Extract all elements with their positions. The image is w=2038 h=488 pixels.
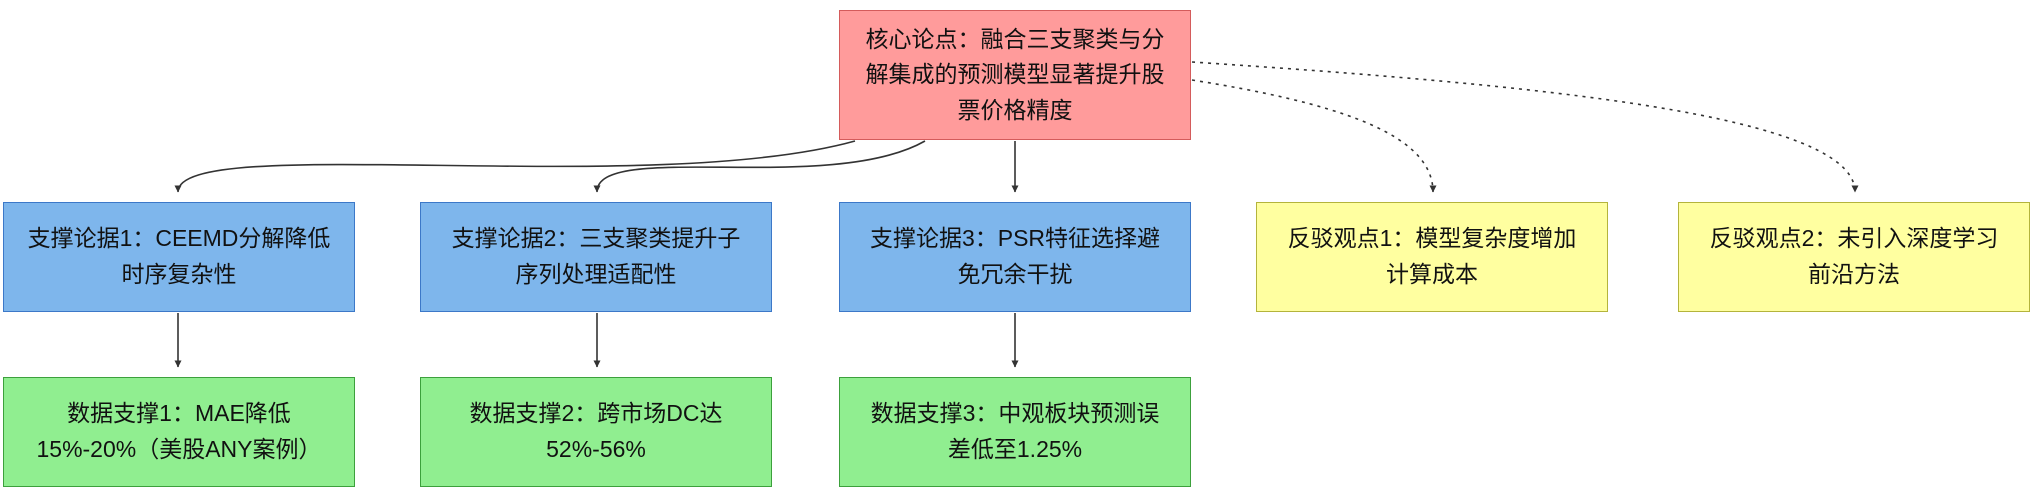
- node-supporting-argument-2: 支撑论据2：三支聚类提升子序列处理适配性: [420, 202, 772, 312]
- node-data-evidence-2-label: 数据支撑2：跨市场DC达52%-56%: [469, 400, 723, 462]
- node-counter-argument-1-label: 反驳观点1：模型复杂度增加计算成本: [1287, 225, 1577, 287]
- node-data-evidence-3: 数据支撑3：中观板块预测误差低至1.25%: [839, 377, 1191, 487]
- node-counter-argument-2: 反驳观点2：未引入深度学习前沿方法: [1678, 202, 2030, 312]
- node-data-evidence-1-label: 数据支撑1：MAE降低15%-20%（美股ANY案例）: [36, 400, 322, 462]
- node-data-evidence-3-label: 数据支撑3：中观板块预测误差低至1.25%: [870, 400, 1160, 462]
- node-supporting-argument-1: 支撑论据1：CEEMD分解降低时序复杂性: [3, 202, 355, 312]
- edge-core-to-counter1: [1191, 79, 1437, 193]
- node-data-evidence-2: 数据支撑2：跨市场DC达52%-56%: [420, 377, 772, 487]
- node-data-evidence-1: 数据支撑1：MAE降低15%-20%（美股ANY案例）: [3, 377, 355, 487]
- node-counter-argument-1: 反驳观点1：模型复杂度增加计算成本: [1256, 202, 1608, 312]
- edge-core-to-counter2: [1191, 61, 1859, 193]
- node-supporting-argument-1-label: 支撑论据1：CEEMD分解降低时序复杂性: [27, 225, 331, 287]
- edge-core-to-support1: [174, 140, 856, 193]
- node-core-claim: 核心论点：融合三支聚类与分解集成的预测模型显著提升股票价格精度: [839, 10, 1191, 140]
- edge-core-to-support2: [593, 140, 926, 193]
- node-counter-argument-2-label: 反驳观点2：未引入深度学习前沿方法: [1709, 225, 1999, 287]
- node-supporting-argument-3: 支撑论据3：PSR特征选择避免冗余干扰: [839, 202, 1191, 312]
- node-core-claim-label: 核心论点：融合三支聚类与分解集成的预测模型显著提升股票价格精度: [865, 25, 1165, 123]
- node-supporting-argument-2-label: 支撑论据2：三支聚类提升子序列处理适配性: [451, 225, 741, 287]
- node-supporting-argument-3-label: 支撑论据3：PSR特征选择避免冗余干扰: [869, 225, 1161, 287]
